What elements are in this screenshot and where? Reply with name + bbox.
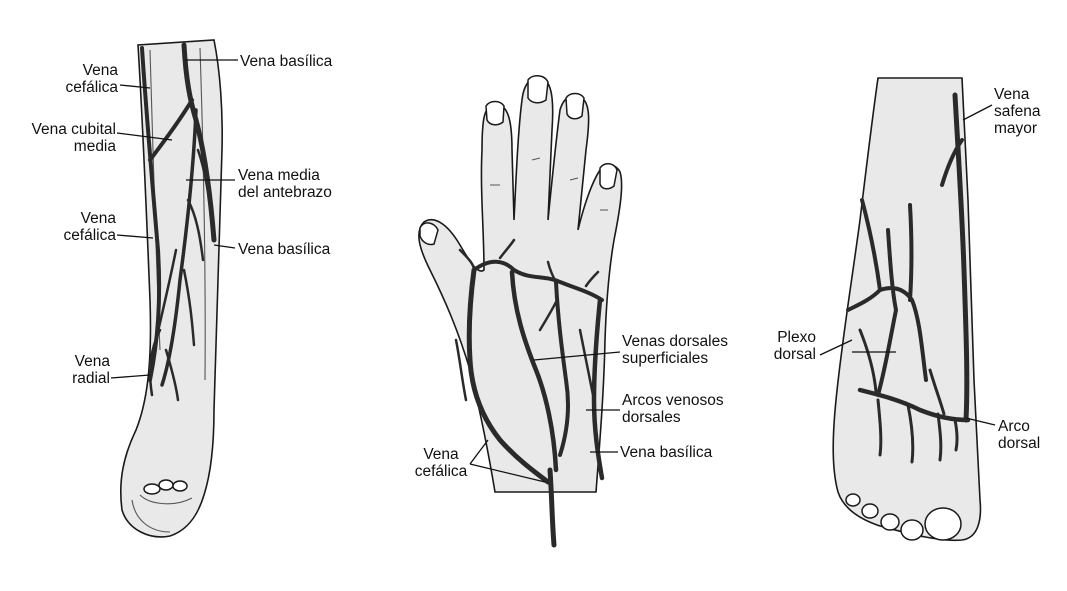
foot-figure (820, 78, 995, 540)
label-venas-dorsales: Venas dorsales superficiales (622, 333, 728, 367)
label-plexo-dorsal: Plexo dorsal (760, 329, 816, 363)
hand-outline (419, 78, 622, 492)
forearm-outline (121, 40, 222, 537)
label-vena-basilica-top: Vena basílica (240, 53, 332, 70)
label-vena-cefalica-hand: Vena cefálica (406, 446, 476, 480)
label-vena-media-antebrazo: Vena media del antebrazo (238, 167, 332, 201)
label-vena-safena-mayor: Vena safena mayor (994, 86, 1041, 137)
label-vena-basilica-hand: Vena basílica (620, 444, 712, 461)
forearm-figure (111, 40, 238, 537)
label-vena-cefalica-top: Vena cefálica (58, 62, 118, 96)
label-vena-cefalica-mid: Vena cefálica (50, 210, 116, 244)
label-vena-radial: Vena radial (50, 353, 110, 387)
label-vena-cubital-media: Vena cubital media (2, 121, 116, 155)
label-arco-dorsal: Arco dorsal (998, 418, 1040, 452)
label-vena-basilica-mid: Vena basílica (238, 241, 330, 258)
label-arcos-venosos: Arcos venosos dorsales (622, 392, 724, 426)
